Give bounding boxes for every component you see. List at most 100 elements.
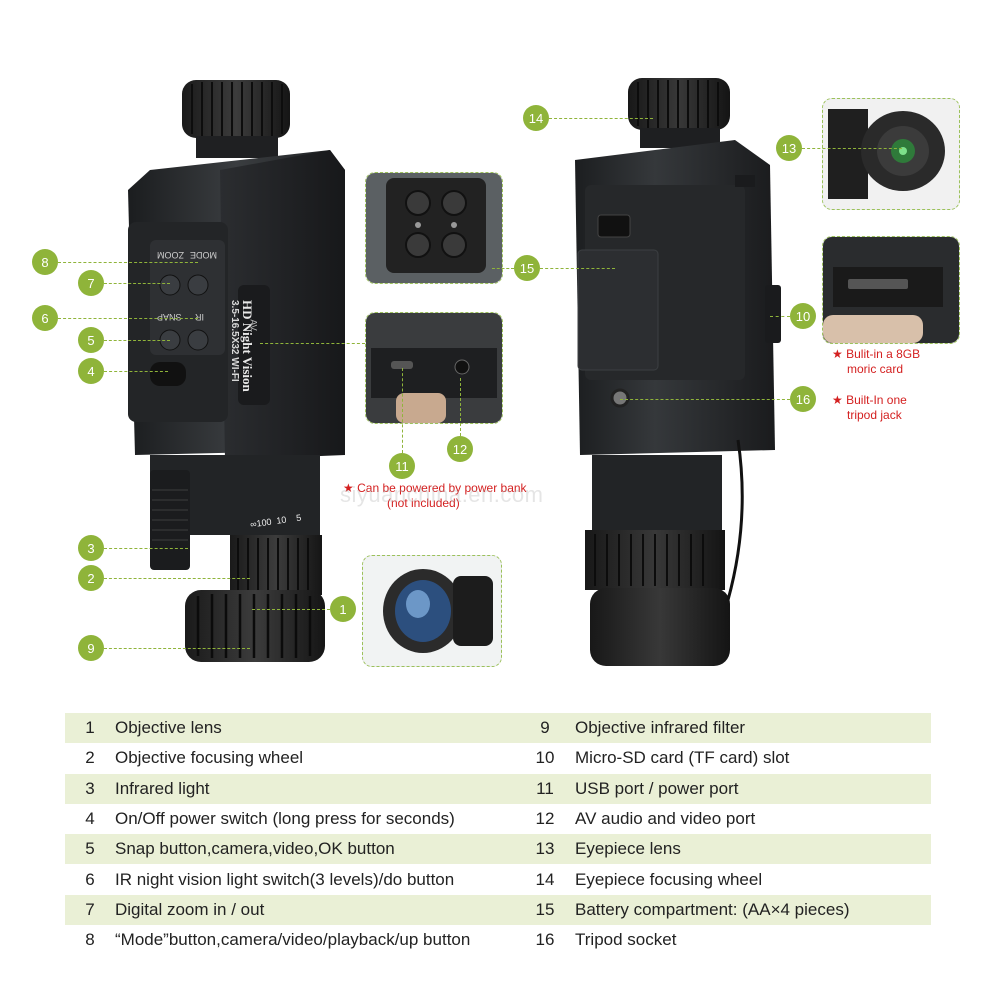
legend-number: 5 xyxy=(65,834,115,865)
device-brand-text: HD Night Vision xyxy=(240,300,255,392)
callout-line-15b xyxy=(540,268,615,269)
callout-badge-7: 7 xyxy=(78,270,104,296)
legend-text: Eyepiece lens xyxy=(575,834,931,865)
callout-badge-5: 5 xyxy=(78,327,104,353)
legend-text: On/Off power switch (long press for seco… xyxy=(115,809,455,829)
inset-eyepiece-lens xyxy=(822,98,960,210)
legend-text: USB port / power port xyxy=(575,773,931,804)
inset-battery-compartment xyxy=(365,172,503,284)
device-front-view xyxy=(128,80,345,662)
legend-text: Objective infrared filter xyxy=(575,713,931,744)
power-bank-note: ★ Can be powered by power bank (not incl… xyxy=(343,481,527,511)
star-icon: ★ xyxy=(343,481,354,495)
av-label: AV xyxy=(248,319,259,331)
callout-line-13 xyxy=(802,148,902,149)
callout-line-15a xyxy=(492,268,514,269)
callout-badge-4: 4 xyxy=(78,358,104,384)
callout-line-4 xyxy=(104,371,168,372)
legend-number: 13 xyxy=(515,834,575,865)
tripod-note-line2: tripod jack xyxy=(847,408,902,422)
legend-number: 3 xyxy=(65,773,115,804)
legend-number: 2 xyxy=(85,748,95,768)
memory-note: ★ Bulit-in a 8GB moric card xyxy=(832,347,920,377)
legend-number: 9 xyxy=(515,713,575,744)
watermark: siyuanchina.en.com xyxy=(340,482,544,507)
mode-label: MODE xyxy=(190,250,217,260)
legend-number: 15 xyxy=(515,894,575,926)
legend-text: AV audio and video port xyxy=(575,809,756,829)
callout-line-7 xyxy=(104,283,170,284)
legend-text: Eyepiece focusing wheel xyxy=(575,869,763,889)
callout-badge-16: 16 xyxy=(790,386,816,412)
legend-number: 16 xyxy=(535,930,555,950)
legend-row: 8 “Mode”button,camera/video/playback/up b… xyxy=(65,925,931,955)
callout-badge-13: 13 xyxy=(776,135,802,161)
legend-number: 8 xyxy=(85,930,95,950)
legend-number: 14 xyxy=(535,869,555,889)
inset-ports xyxy=(365,312,503,424)
callout-line-11 xyxy=(402,368,403,453)
callout-badge-9: 9 xyxy=(78,635,104,661)
callout-line-1 xyxy=(252,609,330,610)
legend-text: Digital zoom in / out xyxy=(115,894,515,926)
ir-label: IR xyxy=(195,312,204,322)
memory-note-line1: Bulit-in a 8GB xyxy=(846,347,921,361)
legend-text: Objective lens xyxy=(115,713,515,744)
snap-label: SNAP xyxy=(157,312,182,322)
callout-line-6 xyxy=(58,318,198,319)
star-icon: ★ xyxy=(832,347,843,361)
callout-line-5 xyxy=(104,340,170,341)
callout-badge-2: 2 xyxy=(78,565,104,591)
callout-line-3 xyxy=(104,548,188,549)
legend-text: IR night vision light switch(3 levels)/d… xyxy=(115,869,455,889)
callout-line-usb xyxy=(260,343,365,344)
legend-number: 6 xyxy=(85,869,95,889)
legend-text: “Mode”button,camera/video/playback/up bu… xyxy=(115,930,471,950)
star-icon: ★ xyxy=(832,393,843,407)
legend-text: Tripod socket xyxy=(575,930,677,950)
callout-line-8 xyxy=(58,262,198,263)
legend-row: 4 On/Off power switch (long press for sec… xyxy=(65,804,931,834)
tripod-note-line1: Built-In one xyxy=(846,393,907,407)
legend-text: Micro-SD card (TF card) slot xyxy=(575,748,790,768)
product-diagram: HD Night Vision 3.5-16.5X32 WI-FI ZOOM M… xyxy=(32,78,960,667)
callout-line-14 xyxy=(549,118,653,119)
memory-note-line2: moric card xyxy=(847,362,904,376)
callout-line-10 xyxy=(770,316,790,317)
legend-text: Battery compartment: (AA×4 pieces) xyxy=(575,894,931,926)
callout-line-16 xyxy=(620,399,790,400)
legend-number: 1 xyxy=(65,713,115,744)
callout-badge-10: 10 xyxy=(790,303,816,329)
legend-text: Snap button,camera,video,OK button xyxy=(115,834,515,865)
callout-line-2 xyxy=(104,578,250,579)
callout-badge-11: 11 xyxy=(389,453,415,479)
callout-badge-1: 1 xyxy=(330,596,356,622)
zoom-label: ZOOM xyxy=(157,250,184,260)
legend-number: 7 xyxy=(65,894,115,926)
callout-badge-3: 3 xyxy=(78,535,104,561)
legend-number: 4 xyxy=(85,809,95,829)
tripod-note: ★ Built-In one tripod jack xyxy=(832,393,907,423)
legend-row: 6 IR night vision light switch(3 levels)/… xyxy=(65,864,931,894)
callout-badge-15: 15 xyxy=(514,255,540,281)
legend-number: 11 xyxy=(515,773,575,804)
inset-objective-lens xyxy=(362,555,502,667)
legend-text: Objective focusing wheel xyxy=(115,748,304,768)
callout-badge-12: 12 xyxy=(447,436,473,462)
callout-badge-14: 14 xyxy=(523,105,549,131)
legend-text: Infrared light xyxy=(115,773,515,804)
inset-sd-slot xyxy=(822,236,960,344)
power-bank-note-line1: Can be powered by power bank xyxy=(357,481,527,495)
device-rear-view xyxy=(575,78,781,666)
callout-line-12 xyxy=(460,378,461,436)
power-bank-note-line2: (not included) xyxy=(387,496,460,510)
callout-badge-8: 8 xyxy=(32,249,58,275)
legend-number: 12 xyxy=(535,809,555,829)
callout-badge-6: 6 xyxy=(32,305,58,331)
